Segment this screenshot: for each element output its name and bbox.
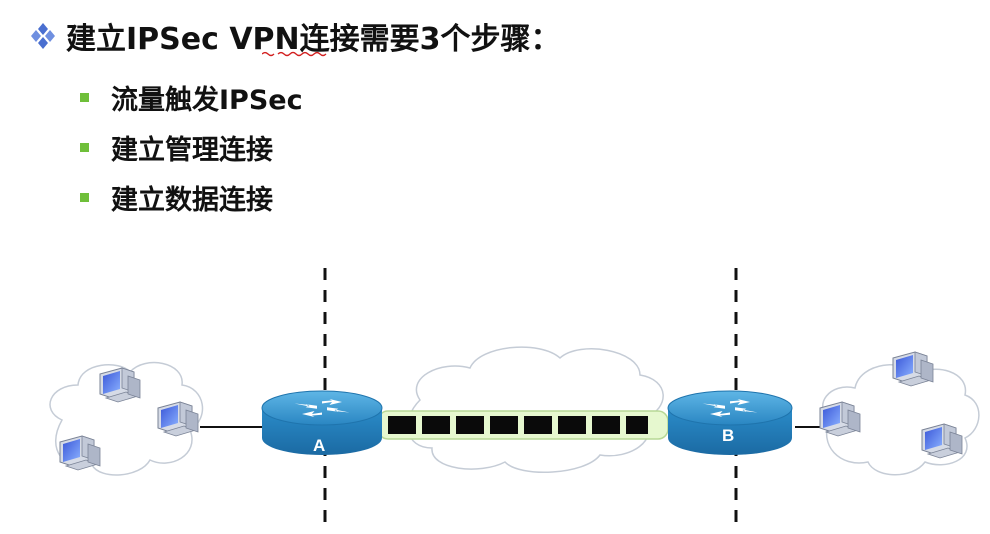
packet xyxy=(558,416,586,434)
slide-heading: 建立IPSec VPN连接需要3个步骤： xyxy=(28,14,561,58)
step-label: 建立数据连接 xyxy=(111,184,273,216)
packet xyxy=(388,416,416,434)
router-b: B xyxy=(667,390,793,455)
step-label: 流量触发IPSec xyxy=(111,84,303,116)
router-a-label: A xyxy=(313,436,325,455)
ipsec-tunnel xyxy=(377,410,669,440)
packet xyxy=(422,416,450,434)
packet xyxy=(524,416,552,434)
green-square-bullet-icon xyxy=(80,92,89,102)
step-item: 流量触发IPSec xyxy=(80,72,303,122)
step-item: 建立管理连接 xyxy=(80,122,303,172)
packet xyxy=(592,416,620,434)
packet xyxy=(490,416,518,434)
step-item: 建立数据连接 xyxy=(80,172,303,222)
wan-cloud xyxy=(407,346,664,473)
computer-icon xyxy=(59,435,101,471)
router-a: A xyxy=(261,390,383,455)
spellcheck-underline xyxy=(262,51,327,57)
diamond-cluster-icon xyxy=(31,23,55,49)
packet xyxy=(626,416,648,434)
computer-icon xyxy=(819,401,861,437)
router-b-label: B xyxy=(722,426,734,445)
green-square-bullet-icon xyxy=(80,142,89,152)
step-label: 建立管理连接 xyxy=(111,134,273,166)
packet xyxy=(456,416,484,434)
green-square-bullet-icon xyxy=(80,192,89,202)
heading-text: 建立IPSec VPN连接需要3个步骤： xyxy=(66,22,561,57)
step-list: 流量触发IPSec 建立管理连接 建立数据连接 xyxy=(80,72,303,222)
